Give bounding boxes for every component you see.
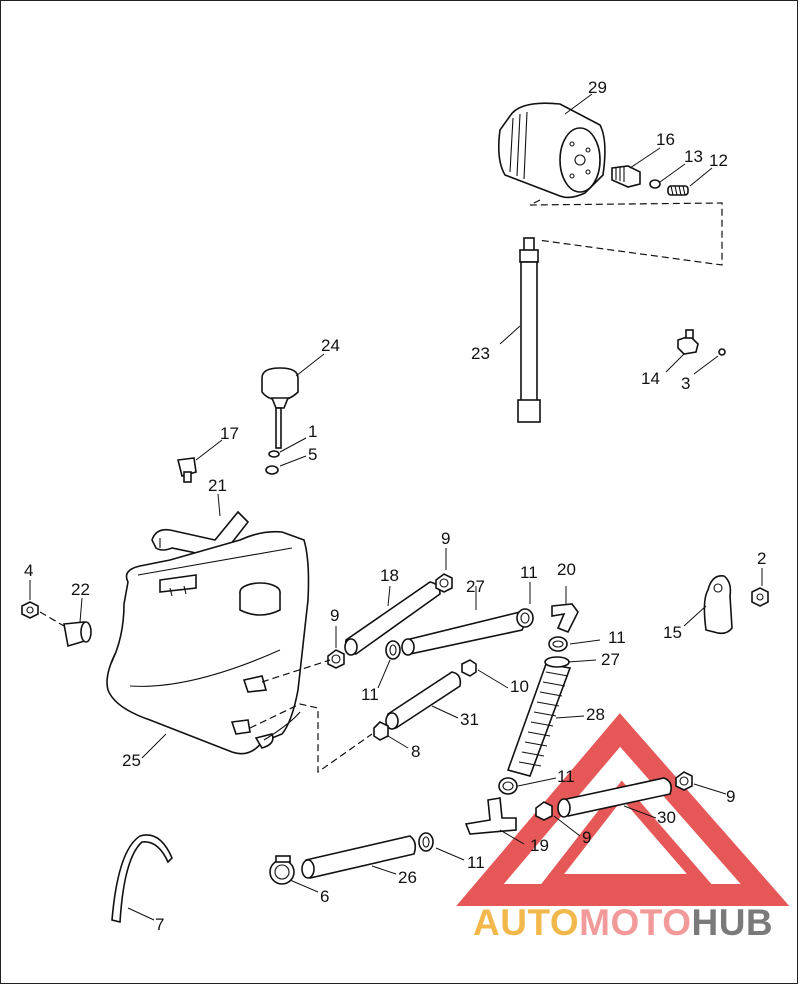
label-1: 1: [308, 422, 317, 441]
label-11-bottom: 11: [467, 853, 485, 872]
label-16: 16: [656, 130, 675, 149]
label-3: 3: [681, 374, 690, 393]
elbow-fitting: [551, 603, 579, 634]
clamp-11-low: [498, 777, 518, 795]
label-12: 12: [709, 151, 728, 170]
label-17: 17: [220, 424, 239, 443]
oil-filter: [498, 102, 606, 199]
filter-connection-dash: [529, 199, 723, 266]
o-ring: [265, 465, 279, 475]
label-15: 15: [663, 623, 682, 642]
check-spring: [667, 185, 689, 196]
nut-right: [751, 587, 769, 607]
routing-dash-2: [249, 703, 373, 774]
label-22: 22: [71, 580, 90, 599]
label-21: 21: [208, 476, 227, 495]
nipple-fitting: [611, 165, 641, 188]
clamp-9-low: [535, 801, 553, 821]
edge-trim: [111, 834, 173, 924]
label-4: 4: [24, 561, 33, 580]
label-8: 8: [411, 742, 420, 761]
label-11-right: 11: [608, 628, 626, 647]
label-30: 30: [657, 808, 676, 827]
clamp-11-r: [548, 636, 568, 652]
bolt: [177, 457, 197, 483]
label-9-top: 9: [441, 529, 450, 548]
label-9-low: 9: [582, 828, 591, 847]
label-28: 28: [586, 705, 605, 724]
dipstick: [261, 367, 299, 449]
hose-31: [385, 671, 462, 730]
label-10: 10: [510, 677, 529, 696]
label-11-low: 11: [557, 767, 575, 786]
svg-text:AUTOMOTOHUB: AUTOMOTOHUB: [473, 902, 773, 943]
clip-bracket: [703, 574, 733, 635]
label-18: 18: [380, 566, 399, 585]
hose-clamps: [269, 573, 693, 885]
label-27-right: 27: [601, 650, 620, 669]
label-27-top: 27: [466, 577, 485, 596]
clamp-9-right: [675, 771, 693, 791]
clamp-8: [373, 721, 389, 741]
clamp-11-bottom: [418, 832, 434, 852]
label-25: 25: [122, 751, 141, 770]
label-14: 14: [641, 369, 660, 388]
watermark-hub: HUB: [691, 902, 773, 943]
label-24: 24: [321, 336, 340, 355]
label-29: 29: [588, 78, 607, 97]
label-2: 2: [757, 549, 766, 568]
label-11-mid: 11: [361, 685, 379, 704]
seal: [268, 450, 280, 458]
clamp-9-mid: [327, 649, 345, 669]
hose-30: [557, 777, 672, 818]
label-11-top: 11: [520, 563, 538, 582]
hose-18: [344, 581, 441, 656]
check-ball: [649, 179, 661, 189]
nut-left: [21, 601, 39, 619]
label-26: 26: [398, 868, 417, 887]
rubber-grommet: [63, 621, 92, 648]
label-6: 6: [320, 887, 329, 906]
tee-fitting: [464, 797, 517, 835]
hose-27: [401, 611, 526, 656]
callout-labels: 29 16 13 12 23 14 3 24 1 5 17 21 4 22 25…: [24, 78, 766, 934]
watermark-moto: MOTO: [579, 902, 691, 943]
watermark-auto: AUTO: [473, 902, 579, 943]
clamp-6: [269, 855, 295, 885]
label-23: 23: [471, 344, 490, 363]
corrugated-hose: [506, 656, 572, 777]
oil-line: [517, 237, 541, 423]
label-9-mid: 9: [330, 606, 339, 625]
clamp-10: [461, 659, 477, 677]
clamp-9-top: [435, 573, 453, 593]
label-19: 19: [530, 836, 549, 855]
nut-small: [718, 348, 726, 356]
routing-dash-1: [261, 659, 331, 683]
label-20: 20: [557, 560, 576, 579]
label-9-right: 9: [726, 787, 735, 806]
nut-to-grommet-dash: [39, 611, 65, 627]
fitting: [677, 329, 699, 355]
clamp-11-top: [516, 608, 534, 628]
clamp-11-mid: [385, 640, 401, 660]
label-7: 7: [155, 915, 164, 934]
label-31: 31: [460, 710, 479, 729]
hose-26: [301, 835, 417, 879]
leader-lines: [29, 93, 763, 921]
label-5: 5: [308, 445, 317, 464]
oil-tank: [106, 530, 310, 755]
label-13: 13: [684, 147, 703, 166]
watermark-wordmark: AUTOMOTOHUB: [473, 902, 773, 943]
